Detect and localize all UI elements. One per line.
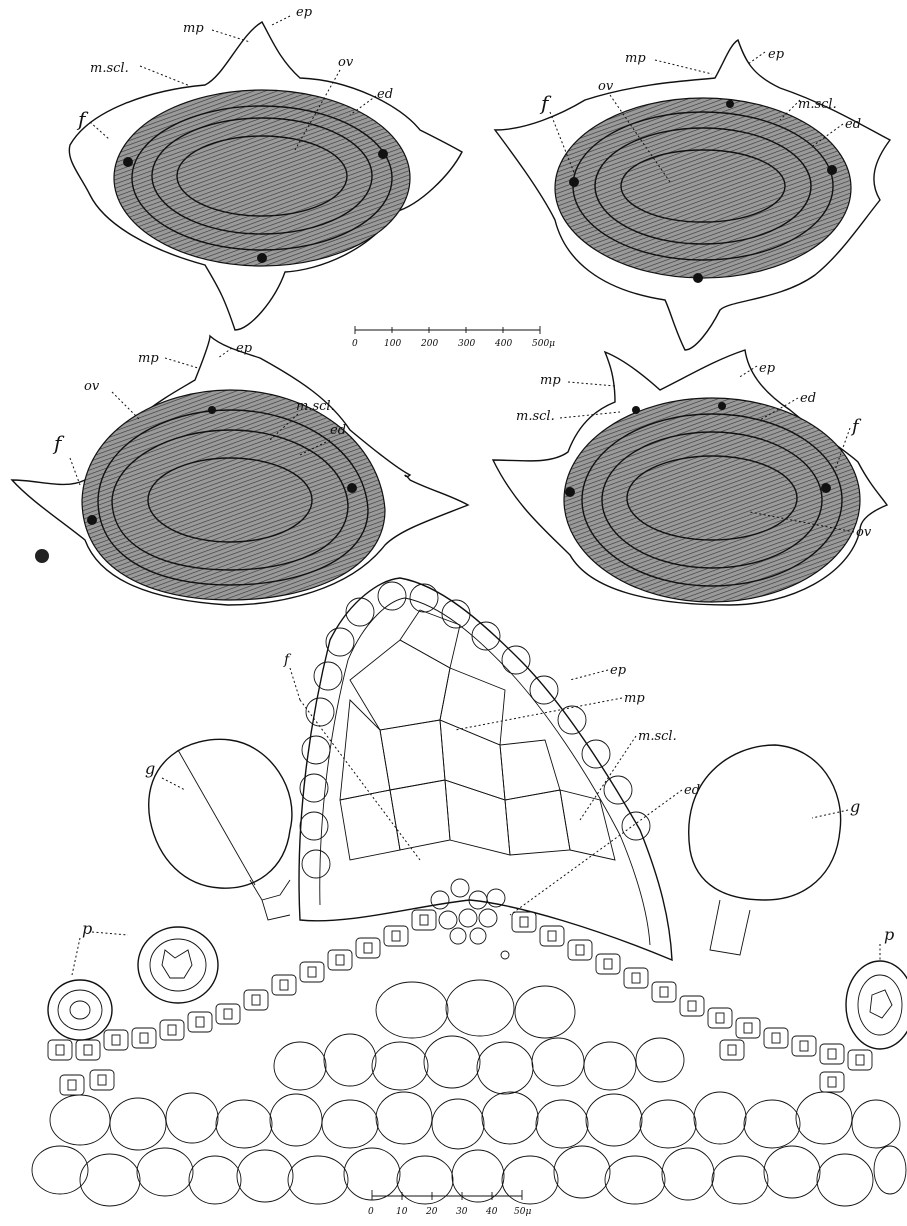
label-ed: ed — [845, 117, 861, 132]
vascular-bundle — [257, 253, 267, 263]
label-p-left: p — [82, 919, 92, 938]
sclerenchyma-ring — [555, 98, 851, 278]
label-mp: mp — [625, 51, 646, 66]
label-g-left: g — [145, 759, 155, 778]
vascular-bundle — [208, 406, 216, 414]
vascular-bundle — [718, 402, 726, 410]
tick-400: 400 — [494, 339, 512, 349]
tick-0: 0 — [352, 339, 358, 349]
tick-30: 30 — [456, 1207, 468, 1217]
ridge-outline — [299, 578, 672, 960]
tick-0: 0 — [368, 1207, 374, 1217]
label-m-scl: m.scl. — [638, 729, 677, 744]
label-f: f — [850, 416, 862, 437]
label-m-scl: m.scl. — [296, 399, 335, 414]
label-ov: ov — [84, 379, 100, 394]
gland-hair-left — [149, 739, 292, 920]
cross-section-4: mp ep m.scl. ed f ov — [493, 350, 887, 605]
epidermis-cells — [300, 582, 650, 878]
vascular-bundle — [632, 406, 640, 414]
label-mp: mp — [138, 351, 159, 366]
label-ov: ov — [338, 55, 354, 70]
detail-section: f ep mp m.scl. ed g g p p — [32, 578, 907, 1206]
label-ov: ov — [856, 525, 872, 540]
ridge — [299, 578, 672, 960]
label-ep: ep — [236, 341, 253, 356]
label-ed: ed — [684, 783, 700, 798]
vascular-bundle — [123, 157, 133, 167]
label-mp: mp — [540, 373, 561, 388]
label-ep: ep — [759, 361, 776, 376]
papilla-left-2 — [138, 927, 218, 1003]
label-f: f — [283, 652, 292, 668]
vascular-bundle — [693, 273, 703, 283]
tick-40: 40 — [485, 1207, 498, 1217]
sclerenchyma-ring — [564, 398, 860, 602]
label-f: f — [539, 91, 552, 115]
vascular-bundle — [569, 177, 579, 187]
cross-section-2: mp ep m.scl. ov ed f — [495, 40, 890, 350]
label-mp: mp — [624, 691, 645, 706]
tick-20: 20 — [425, 1207, 438, 1217]
cross-section-3: mp ep ov m.scl. ed f — [12, 336, 468, 605]
label-ed: ed — [377, 87, 393, 102]
label-m-scl: m.scl. — [798, 97, 837, 112]
label-ed: ed — [330, 423, 346, 438]
vascular-bundle — [87, 515, 97, 525]
label-ed: ed — [800, 391, 816, 406]
tick-300: 300 — [458, 339, 475, 349]
label-mp: mp — [183, 21, 204, 36]
vascular-bundle-cluster — [431, 879, 505, 944]
label-ov: ov — [598, 79, 614, 94]
label-ep: ep — [296, 5, 313, 20]
tick-500: 500μ — [532, 339, 555, 349]
vascular-bundle — [347, 483, 357, 493]
tick-10: 10 — [396, 1207, 408, 1217]
label-f: f — [52, 431, 65, 455]
tick-100: 100 — [384, 339, 401, 349]
tick-200: 200 — [420, 339, 438, 349]
vascular-bundle — [821, 483, 831, 493]
label-g-right: g — [850, 797, 860, 816]
gland-hair-right — [689, 745, 841, 955]
tick-50: 50μ — [514, 1207, 531, 1217]
label-p-right: p — [884, 925, 894, 944]
cross-section-1: mp ep m.scl. ov ed f — [69, 5, 462, 330]
papilla-right — [846, 961, 907, 1049]
label-m-scl: m.scl. — [90, 61, 129, 76]
vascular-bundle — [827, 165, 837, 175]
vascular-bundle — [726, 100, 734, 108]
stray-blot — [35, 549, 49, 563]
papilla-left-1 — [48, 980, 112, 1040]
label-m-scl: m.scl. — [516, 409, 555, 424]
scale-bar-upper: 0 100 200 300 400 500μ — [352, 326, 555, 349]
vascular-bundle — [378, 149, 388, 159]
label-ep: ep — [768, 47, 785, 62]
sclerenchyma-ring — [82, 390, 385, 600]
label-ep: ep — [610, 663, 627, 678]
label-f: f — [76, 107, 89, 131]
vascular-bundle — [565, 487, 575, 497]
sclerenchyma-ring — [114, 90, 410, 266]
cortex-cells — [32, 951, 906, 1206]
